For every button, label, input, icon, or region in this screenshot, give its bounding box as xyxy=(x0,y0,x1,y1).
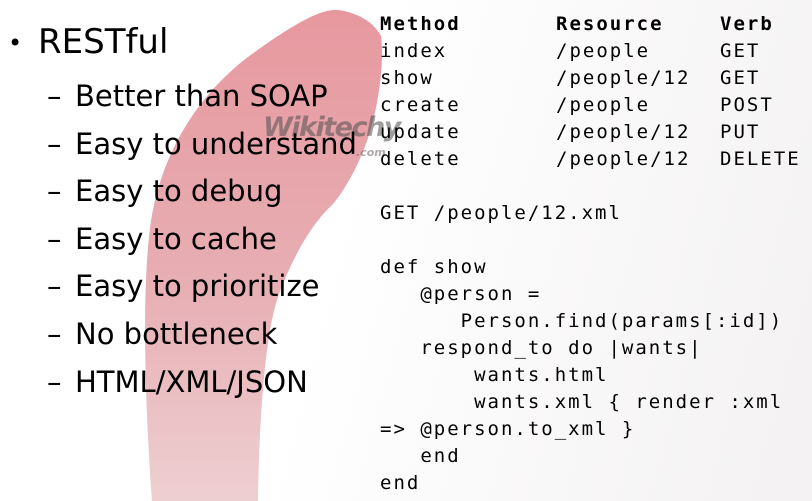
table-cell-resource: /people xyxy=(556,94,651,116)
bullet-item-label: Easy to cache xyxy=(75,221,277,256)
vertical-spacer xyxy=(380,173,801,200)
dash-marker: – xyxy=(47,364,62,399)
ruby-code-block: def show @person = Person.find(params[:i… xyxy=(380,254,801,497)
bullet-item-label: Easy to prioritize xyxy=(75,269,320,304)
dash-marker: – xyxy=(47,269,62,304)
bullet-item-label: Better than SOAP xyxy=(75,79,328,113)
vertical-spacer xyxy=(380,227,801,254)
code-line: end xyxy=(380,445,461,467)
table-cell-method: index xyxy=(380,40,448,62)
column-header-verb: Verb xyxy=(720,13,774,35)
bullet-item: –No bottleneck xyxy=(47,311,407,359)
swoosh-path xyxy=(145,9,382,501)
bullet-item-label: Easy to debug xyxy=(75,174,283,209)
code-line: wants.xml { render :xml xyxy=(380,391,784,413)
table-cell-method: update xyxy=(380,121,461,143)
table-cell-verb: GET xyxy=(720,40,761,62)
bullet-list: –Better than SOAP –Easy to understand –E… xyxy=(47,73,407,406)
bullet-item: –Easy to prioritize xyxy=(47,263,407,311)
code-line: Person.find(params[:id]) xyxy=(380,310,784,332)
dash-marker: – xyxy=(47,316,62,351)
table-cell-method: show xyxy=(380,67,434,89)
table-cell-resource: /people/12 xyxy=(556,67,691,89)
code-line: @person = xyxy=(380,283,542,305)
code-line: wants.html xyxy=(380,364,609,386)
bullet-item-label: Easy to understand xyxy=(75,126,357,161)
table-cell-resource: /people xyxy=(556,40,651,62)
table-cell-resource: /people/12 xyxy=(556,121,691,143)
bullet-item-label: HTML/XML/JSON xyxy=(75,364,308,399)
table-cell-method: create xyxy=(380,94,461,116)
table-cell-verb: POST xyxy=(720,94,774,116)
table-cell-verb: PUT xyxy=(720,121,761,143)
dash-marker: – xyxy=(47,79,62,113)
table-cell-verb: GET xyxy=(720,67,761,89)
bullet-item: –Easy to cache xyxy=(47,216,407,264)
rest-routes-table: Method Resource Verb index /people GET s… xyxy=(380,11,801,173)
slide-title: RESTful xyxy=(38,22,169,62)
bullet-dot-icon: • xyxy=(8,29,23,57)
slide-title-row: • RESTful xyxy=(8,20,168,65)
table-cell-method: delete xyxy=(380,148,461,170)
column-header-resource: Resource xyxy=(556,13,664,35)
code-line: respond_to do |wants| xyxy=(380,337,703,359)
bullet-item: –HTML/XML/JSON xyxy=(47,359,407,407)
table-cell-resource: /people/12 xyxy=(556,148,691,170)
right-column: Method Resource Verb index /people GET s… xyxy=(380,11,801,497)
dash-marker: – xyxy=(47,126,62,161)
bullet-item-label: No bottleneck xyxy=(75,316,278,351)
bullet-item: –Easy to understand xyxy=(47,121,407,169)
column-header-method: Method xyxy=(380,13,461,35)
table-cell-verb: DELETE xyxy=(720,148,801,170)
dash-marker: – xyxy=(47,174,62,209)
dash-marker: – xyxy=(47,221,62,256)
bullet-item: –Easy to debug xyxy=(47,168,407,216)
code-line: end xyxy=(380,472,421,494)
code-line: => @person.to_xml } xyxy=(380,418,636,440)
http-request-line: GET /people/12.xml xyxy=(380,202,622,224)
code-line: def show xyxy=(380,256,488,278)
bullet-item: –Better than SOAP xyxy=(47,73,407,121)
